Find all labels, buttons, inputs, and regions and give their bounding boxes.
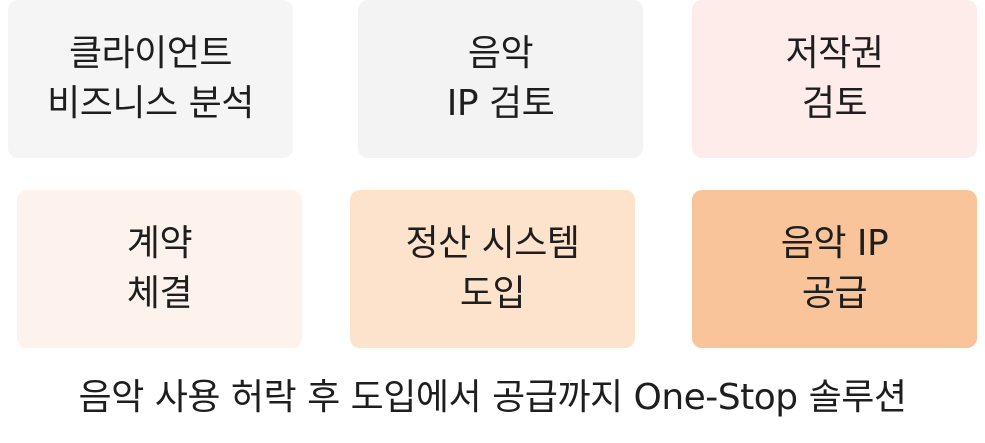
card-music-ip-supply: 음악 IP 공급 <box>692 190 977 348</box>
card-line: 체결 <box>126 273 193 314</box>
card-line: 공급 <box>801 273 868 314</box>
card-line: 검토 <box>801 83 868 124</box>
card-line: 저작권 <box>785 33 884 74</box>
card-line: IP 검토 <box>446 83 555 124</box>
card-settlement-system-adoption: 정산 시스템 도입 <box>350 190 635 348</box>
card-music-ip-review: 음악 IP 검토 <box>358 0 643 158</box>
card-line: 계약 <box>126 223 193 264</box>
card-line: 클라이언트 <box>68 33 233 74</box>
card-line: 비즈니스 분석 <box>47 83 254 124</box>
solution-caption: 음악 사용 허락 후 도입에서 공급까지 One-Stop 솔루션 <box>78 377 907 418</box>
card-line: 정산 시스템 <box>405 223 580 264</box>
card-copyright-review: 저작권 검토 <box>692 0 977 158</box>
card-line: 음악 <box>467 33 534 74</box>
card-line: 도입 <box>459 273 526 314</box>
card-line: 음악 IP <box>780 223 889 264</box>
card-contract-signing: 계약 체결 <box>17 190 302 348</box>
card-client-business-analysis: 클라이언트 비즈니스 분석 <box>8 0 293 158</box>
